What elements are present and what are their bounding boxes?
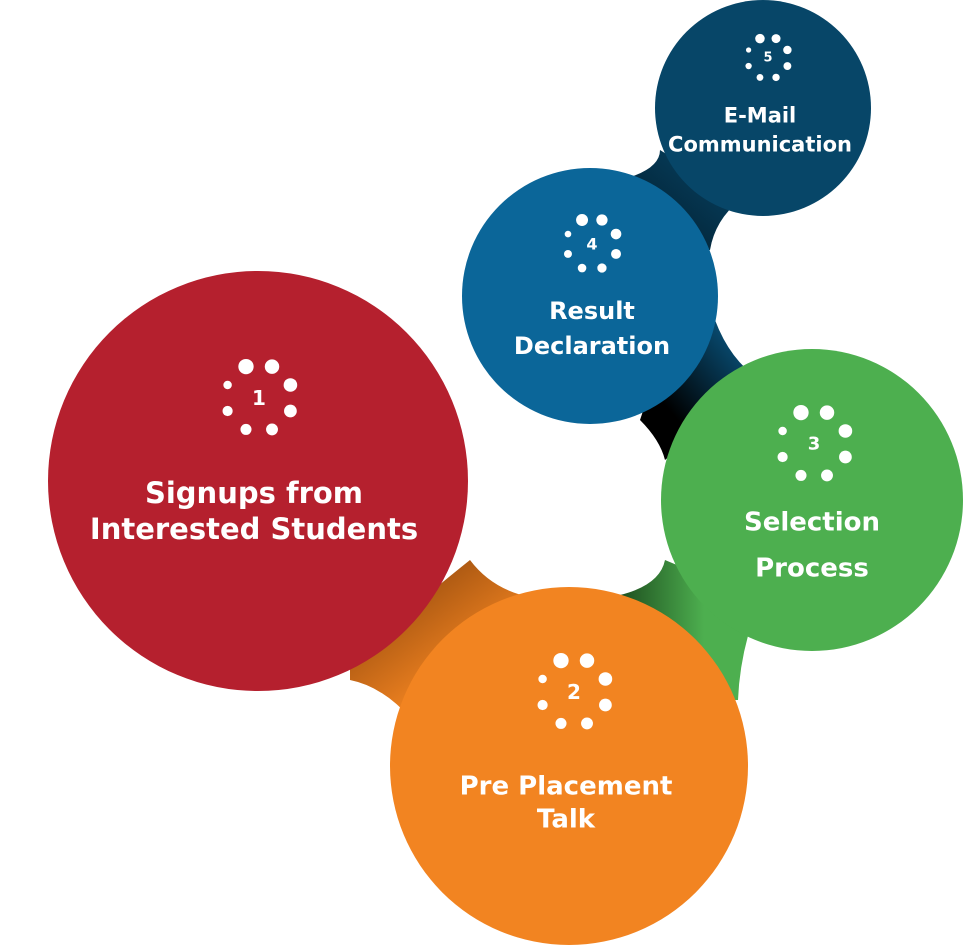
ring-dot-icon — [599, 698, 612, 712]
ring-dot-icon — [756, 73, 764, 81]
step-2-line1: Pre Placement — [459, 771, 673, 802]
ring-dot-icon — [555, 717, 567, 729]
step-1-line1: Signups from — [144, 475, 364, 510]
step-1-line2: Interested Students — [89, 512, 419, 546]
step-3-line2: Process — [755, 553, 869, 583]
ring-dot-icon — [553, 652, 569, 669]
step-2-line2: Talk — [536, 804, 596, 834]
step-3-number: 3 — [807, 433, 821, 455]
ring-dot-icon — [755, 33, 765, 44]
ring-dot-icon — [579, 653, 595, 668]
ring-dot-icon — [223, 380, 232, 390]
ring-dot-icon — [283, 378, 298, 392]
ring-dot-icon — [264, 359, 280, 374]
ring-dot-icon — [772, 73, 780, 82]
ring-dot-icon — [821, 469, 833, 482]
ring-dot-icon — [284, 404, 297, 418]
ring-dot-icon — [745, 47, 752, 53]
ring-dot-icon — [537, 699, 548, 711]
ring-dot-icon — [577, 263, 587, 273]
ring-dot-icon — [778, 426, 787, 436]
ring-dot-icon — [793, 404, 809, 421]
ring-dot-icon — [839, 450, 852, 464]
step-3-circle — [661, 349, 963, 651]
step-4-circle — [462, 168, 718, 424]
step-1-circle — [48, 271, 468, 691]
step-5-line1: E-Mail — [723, 103, 797, 128]
step-4-number: 4 — [586, 234, 598, 254]
step-4-line1: Result — [549, 297, 635, 326]
ring-dot-icon — [238, 358, 254, 375]
ring-dot-icon — [795, 469, 807, 481]
ring-dot-icon — [564, 230, 572, 238]
ring-dot-icon — [611, 248, 621, 259]
step-5-circle — [655, 0, 871, 216]
ring-dot-icon — [240, 423, 252, 435]
step-2-number: 2 — [567, 680, 581, 704]
ring-dot-icon — [783, 62, 792, 70]
step-1-number: 1 — [252, 386, 266, 410]
step-4-line2: Declaration — [513, 332, 671, 360]
ring-dot-icon — [581, 717, 593, 730]
ring-dot-icon — [596, 214, 608, 226]
ring-dot-icon — [222, 405, 233, 417]
ring-dot-icon — [745, 62, 752, 70]
step-3-line1: Selection — [743, 507, 881, 538]
ring-dot-icon — [771, 34, 781, 44]
ring-dot-icon — [266, 423, 278, 436]
step-2-circle — [390, 587, 748, 945]
ring-dot-icon — [838, 424, 853, 438]
ring-dot-icon — [610, 228, 622, 240]
ring-dot-icon — [819, 405, 835, 420]
ring-dot-icon — [777, 451, 788, 463]
ring-dot-icon — [564, 249, 572, 258]
ring-dot-icon — [598, 672, 613, 686]
step-5-number: 5 — [763, 50, 773, 66]
ring-dot-icon — [576, 214, 589, 226]
ring-dot-icon — [538, 674, 547, 684]
ring-dot-icon — [597, 263, 607, 273]
ring-dot-icon — [783, 45, 792, 55]
step-5-line2: Communication — [668, 133, 852, 157]
